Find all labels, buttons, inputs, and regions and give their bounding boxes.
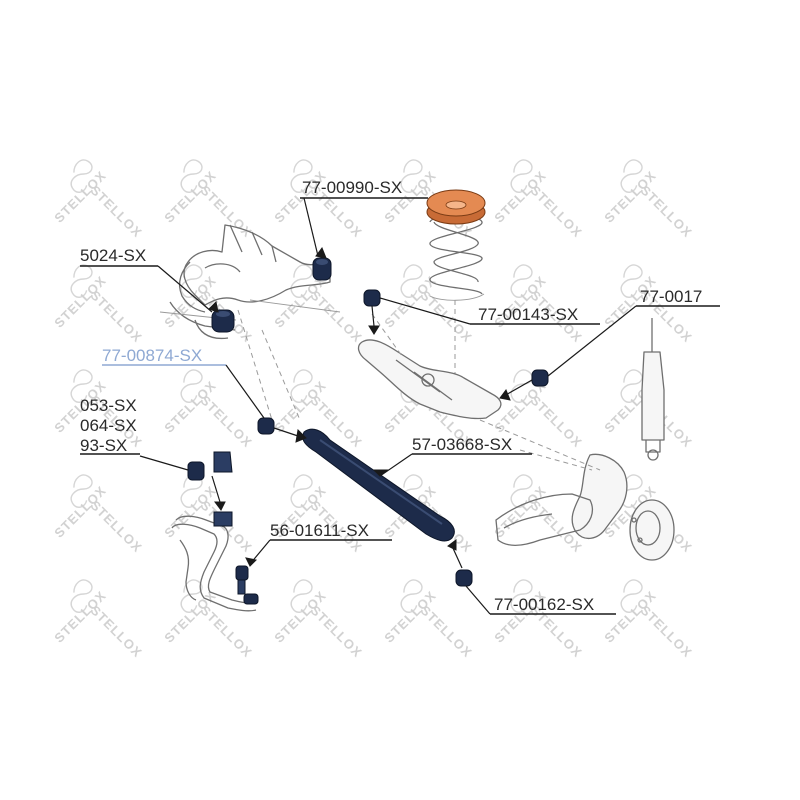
watermark-s-mark: [180, 369, 203, 403]
bushing-77-0017: [531, 369, 549, 387]
watermark-s-mark: [290, 264, 313, 298]
watermark-s-mark: [620, 264, 643, 298]
lateral-arm-57-03668: [302, 428, 455, 542]
watermark-s-mark: [510, 369, 533, 403]
label-5024: 5024-SX: [80, 246, 146, 265]
arrowheads: [208, 246, 511, 567]
wheel-hub-drawing: [495, 453, 675, 561]
watermark-s-mark: [70, 264, 93, 298]
watermark-s-mark: [620, 369, 643, 403]
label-77-0017: 77-0017: [640, 287, 702, 306]
label-56-01611: 56-01611-SX: [270, 521, 369, 540]
watermark-s-mark: [290, 369, 313, 403]
bushing-77-00874: [257, 417, 275, 435]
label-77-00143: 77-00143-SX: [478, 305, 578, 324]
watermark-s-mark: [400, 579, 423, 613]
watermark-s-mark: [290, 474, 313, 508]
watermark-s-mark: [180, 579, 203, 613]
watermark-s-mark: [510, 579, 533, 613]
watermark-s-mark: [400, 159, 423, 193]
label-77-00162: 77-00162-SX: [494, 595, 594, 614]
watermark-s-mark: [180, 264, 203, 298]
bushing-77-00990: [312, 257, 332, 281]
label-77-00990: 77-00990-SX: [302, 178, 402, 197]
stabilizer-bar-drawing: [171, 515, 257, 612]
link-56-01611: [235, 565, 259, 605]
bushing-5024: [211, 309, 235, 333]
spring-pad: [426, 189, 486, 225]
watermark-s-mark: [400, 264, 423, 298]
watermark-s-mark: [620, 159, 643, 193]
label-93: 93-SX: [80, 436, 127, 455]
part-labels: 77-00990-SX 5024-SX 77-00143-SX 77-0017 …: [80, 178, 702, 614]
watermark-s-mark: [290, 159, 313, 193]
bushing-77-00143: [363, 289, 381, 307]
watermark-s-mark: [70, 579, 93, 613]
watermark-s-mark: [510, 264, 533, 298]
leader-lines: [80, 197, 720, 615]
label-064: 064-SX: [80, 416, 137, 435]
bushing-stabilizer: [187, 451, 233, 481]
shock-absorber-drawing: [641, 318, 665, 461]
subframe-drawing: [159, 224, 341, 340]
label-77-00874: 77-00874-SX: [102, 346, 202, 365]
bushing-77-00162: [455, 569, 473, 587]
watermark-s-mark: [180, 159, 203, 193]
watermark-s-mark: [70, 369, 93, 403]
watermark-s-mark: [620, 474, 643, 508]
upper-control-arm-drawing: [357, 339, 502, 420]
watermark-s-mark: [620, 579, 643, 613]
label-57-03668: 57-03668-SX: [412, 435, 512, 454]
watermark-s-mark: [70, 159, 93, 193]
watermark-s-mark: [290, 579, 313, 613]
stabilizer-clamp: [213, 511, 233, 527]
label-053: 053-SX: [80, 396, 137, 415]
watermark-s-mark: [70, 474, 93, 508]
watermark-s-mark: [510, 159, 533, 193]
